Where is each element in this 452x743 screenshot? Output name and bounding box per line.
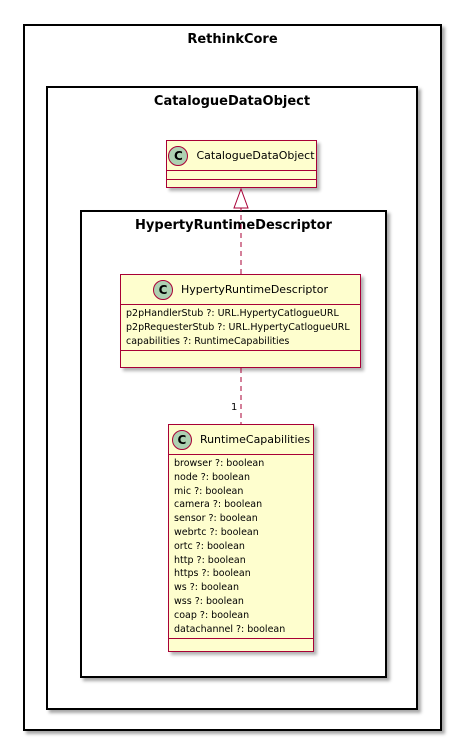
attribute: http ?: boolean <box>174 554 246 566</box>
attribute: browser ?: boolean <box>174 458 265 469</box>
package-title: CatalogueDataObject <box>153 94 311 109</box>
class-fields-empty <box>167 171 316 179</box>
class-runtimecapabilities[interactable]: C RuntimeCapabilities browser ?: boolean… <box>168 424 314 652</box>
package-title: RethinkCore <box>187 32 278 47</box>
attribute: p2pRequesterStub ?: URL.HypertyCatlogueU… <box>126 321 350 333</box>
class-hypertyruntimedescriptor[interactable]: C HypertyRuntimeDescriptor p2pHandlerStu… <box>120 274 361 368</box>
attribute: camera ?: boolean <box>174 499 263 511</box>
attribute: ortc ?: boolean <box>174 540 245 552</box>
attribute: wss ?: boolean <box>174 595 244 607</box>
attribute: webrtc ?: boolean <box>174 526 259 538</box>
class-name: RuntimeCapabilities <box>199 433 311 446</box>
attribute: coap ?: boolean <box>174 609 250 621</box>
class-header: C CatalogueDataObject <box>167 141 316 171</box>
class-header: C HypertyRuntimeDescriptor <box>121 275 360 305</box>
multiplicity-label: 1 <box>231 402 238 413</box>
attribute: sensor ?: boolean <box>174 513 258 525</box>
class-cataloguedataobject[interactable]: C CatalogueDataObject <box>166 140 317 188</box>
attribute: mic ?: boolean <box>174 485 244 497</box>
attribute: https ?: boolean <box>174 568 251 580</box>
package-title: HypertyRuntimeDescriptor <box>135 218 332 233</box>
attribute: datachannel ?: boolean <box>174 623 286 635</box>
class-header: C RuntimeCapabilities <box>169 425 313 455</box>
attribute: capabilities ?: RuntimeCapabilities <box>126 335 290 347</box>
class-methods-empty <box>121 350 360 359</box>
class-attributes: p2pHandlerStub ?: URL.HypertyCatlogueURL… <box>121 305 360 350</box>
class-name: CatalogueDataObject <box>196 149 315 162</box>
class-icon: C <box>153 279 174 300</box>
class-icon: C <box>168 145 189 166</box>
attribute: p2pHandlerStub ?: URL.HypertyCatlogueURL <box>126 308 339 319</box>
class-attributes: browser ?: boolean node ?: boolean mic ?… <box>169 455 313 638</box>
class-name: HypertyRuntimeDescriptor <box>181 283 328 296</box>
class-methods-empty <box>167 179 316 188</box>
class-icon: C <box>171 429 192 450</box>
attribute: node ?: boolean <box>174 471 250 483</box>
attribute: ws ?: boolean <box>174 582 239 594</box>
class-methods-empty <box>169 638 313 647</box>
